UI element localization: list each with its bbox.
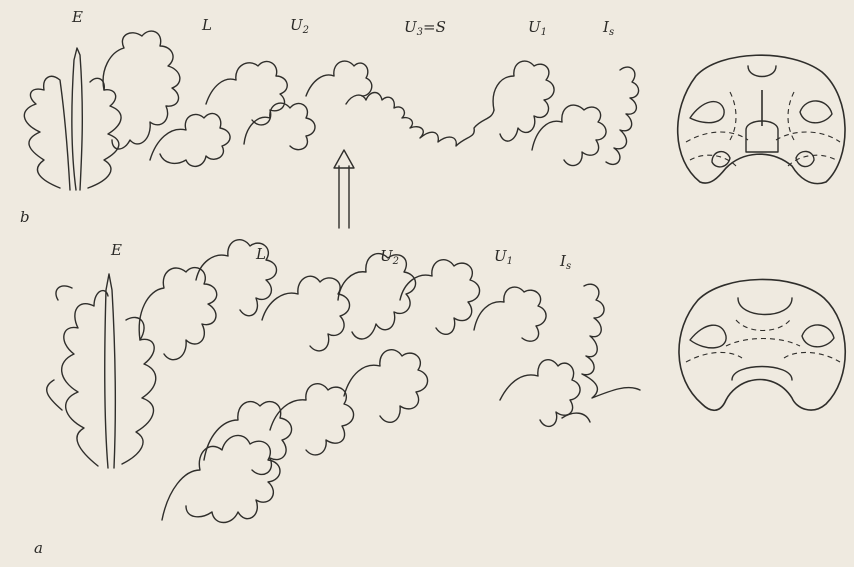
label-u2-bottom: U2: [380, 249, 399, 267]
label-is-top: Is: [603, 20, 614, 38]
suture-line-bottom: [47, 240, 640, 523]
panel-label-a: a: [34, 541, 43, 556]
label-e-bottom: E: [111, 243, 122, 261]
label-e-top: E: [72, 10, 83, 28]
transition-arrow: [334, 150, 354, 228]
label-u3s-top: U3=S: [404, 20, 446, 38]
label-u1-bottom: U1: [494, 249, 513, 267]
suture-line-top: [24, 31, 638, 190]
label-is-bottom: Is: [560, 254, 571, 272]
label-u1-top: U1: [528, 20, 547, 38]
label-l-top: L: [202, 18, 212, 36]
cross-section-top: [678, 55, 845, 183]
label-l-bottom: L: [256, 247, 266, 265]
panel-label-b: b: [20, 210, 30, 225]
label-u2-top: U2: [290, 18, 309, 36]
cross-section-bottom: [679, 279, 845, 410]
